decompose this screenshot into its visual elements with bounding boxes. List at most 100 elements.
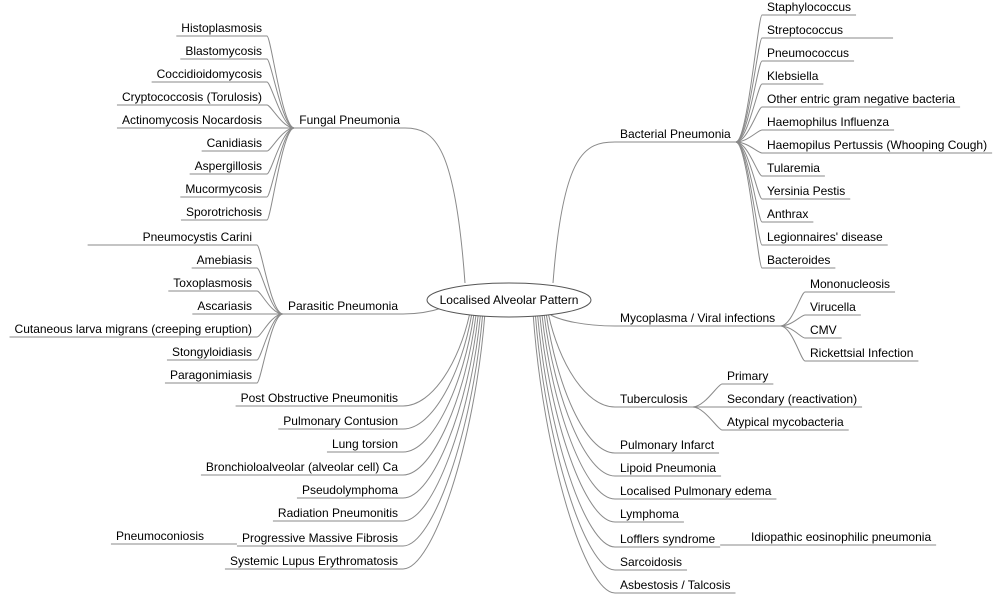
leaf-staphylococcus: Staphylococcus bbox=[767, 0, 851, 14]
branch-pulmonary-infarct: Pulmonary Infarct bbox=[620, 438, 715, 452]
branch-asbestosis-talcosis-connector bbox=[532, 314, 616, 594]
leaf-rickettsial-infection-connector bbox=[780, 325, 806, 362]
branch-radiation-pneumonitis: Radiation Pneumonitis bbox=[278, 506, 398, 520]
leaf-legionnaires-disease-connector bbox=[735, 141, 763, 246]
leaf-anthrax: Anthrax bbox=[767, 207, 808, 221]
leaf-bacteroides: Bacteroides bbox=[767, 253, 830, 267]
branch-bacterial-pneumonia: Bacterial Pneumonia bbox=[620, 127, 731, 141]
leaf-tularemia: Tularemia bbox=[767, 161, 820, 175]
leaf-klebsiella-connector bbox=[735, 83, 763, 143]
leaf-streptococcus: Streptococcus bbox=[767, 23, 843, 37]
leaf-ascariasis: Ascariasis bbox=[197, 299, 252, 313]
leaf-legionnaires-disease: Legionnaires' disease bbox=[767, 230, 883, 244]
leaf-atypical-mycobacteria-connector bbox=[692, 406, 723, 431]
leaf-secondary-reactivation: Secondary (reactivation) bbox=[727, 392, 857, 406]
branch-fungal-pneumonia-connector bbox=[404, 127, 466, 284]
leaf-mononucleosis: Mononucleosis bbox=[810, 277, 890, 291]
leaf-yersinia-pestis: Yersinia Pestis bbox=[767, 184, 845, 198]
leaf-actinomycosis-nocardosis: Actinomycosis Nocardosis bbox=[122, 113, 262, 127]
branch-localised-pulmonary-edema-connector bbox=[541, 314, 616, 500]
leaf-cryptococcosis-torulosis-connector bbox=[266, 104, 295, 129]
leaf-streptococcus-connector bbox=[735, 37, 763, 143]
leaf-sporotrichosis: Sporotrichosis bbox=[186, 205, 262, 219]
leaf-canidiasis: Canidiasis bbox=[207, 136, 262, 150]
leaf-haemophilus-influenza-connector bbox=[735, 129, 763, 143]
branch-lymphoma-connector bbox=[539, 314, 616, 523]
branch-pulmonary-contusion-connector bbox=[402, 314, 473, 430]
branch-bacterial-pneumonia-connector bbox=[552, 141, 616, 284]
leaf-pneumococcus: Pneumococcus bbox=[767, 46, 849, 60]
branch-post-obstructive-pneumonitis: Post Obstructive Pneumonitis bbox=[241, 391, 398, 405]
leaf-blastomycosis: Blastomycosis bbox=[185, 44, 262, 58]
branch-asbestosis-talcosis: Asbestosis / Talcosis bbox=[620, 578, 731, 592]
leaf-cutaneous-larva-migrans-creeping-eruption-connector bbox=[256, 313, 284, 338]
leaf-sporotrichosis-connector bbox=[266, 127, 295, 221]
leaf-haemopilus-pertussis-whooping-cough: Haemopilus Pertussis (Whooping Cough) bbox=[767, 138, 987, 152]
branch-lung-torsion-connector bbox=[402, 314, 475, 453]
branch-tuberculosis-connector bbox=[548, 314, 616, 408]
leaf-staphylococcus-connector bbox=[735, 14, 763, 143]
leaf-mucormycosis: Mucormycosis bbox=[185, 182, 262, 196]
leaf-pneumocystis-carini-connector bbox=[256, 244, 284, 315]
leaf-virucella: Virucella bbox=[810, 300, 856, 314]
leaf-haemophilus-influenza: Haemophilus Influenza bbox=[767, 115, 889, 129]
leaf-other-entric-gram-negative-bacteria-connector bbox=[735, 106, 763, 143]
branch-lofflers-syndrome: Lofflers syndrome bbox=[620, 532, 715, 546]
leaf-virucella-connector bbox=[780, 314, 806, 327]
leaf-atypical-mycobacteria: Atypical mycobacteria bbox=[727, 415, 844, 429]
leaf-coccidioidomycosis-connector bbox=[266, 81, 295, 129]
leaf-toxoplasmosis: Toxoplasmosis bbox=[173, 276, 252, 290]
leaf-cmv: CMV bbox=[810, 323, 837, 337]
leaf-histoplasmosis-connector bbox=[266, 35, 295, 129]
root-node-ellipse bbox=[426, 282, 592, 318]
leaf-blastomycosis-connector bbox=[266, 58, 295, 129]
branch-progressive-massive-fibrosis: Progressive Massive Fibrosis bbox=[242, 531, 398, 545]
leaf-amebiasis: Amebiasis bbox=[197, 253, 252, 267]
branch-pseudolymphoma: Pseudolymphoma bbox=[302, 483, 398, 497]
leaf-stongyloidiasis: Stongyloidiasis bbox=[172, 345, 252, 359]
branch-mycoplasma-viral-infections-connector bbox=[550, 314, 616, 327]
leaf-idiopathic-eosinophilic-pneumonia: Idiopathic eosinophilic pneumonia bbox=[751, 530, 931, 544]
branch-pulmonary-infarct-connector bbox=[545, 314, 616, 454]
branch-bronchioloalveolar-alveolar-cell-ca: Bronchioloalveolar (alveolar cell) Ca bbox=[206, 460, 398, 474]
leaf-aspergillosis: Aspergillosis bbox=[195, 159, 262, 173]
leaf-primary: Primary bbox=[727, 369, 768, 383]
leaf-cryptococcosis-torulosis: Cryptococcosis (Torulosis) bbox=[122, 90, 262, 104]
branch-pseudolymphoma-connector bbox=[402, 314, 479, 499]
leaf-cmv-connector bbox=[780, 325, 806, 339]
leaf-toxoplasmosis-connector bbox=[256, 290, 284, 315]
branch-lofflers-syndrome-connector bbox=[537, 314, 616, 548]
branch-systemic-lupus-erythromatosis: Systemic Lupus Erythromatosis bbox=[230, 554, 398, 568]
leaf-histoplasmosis: Histoplasmosis bbox=[181, 21, 262, 35]
leaf-primary-connector bbox=[692, 383, 723, 408]
leaf-paragonimiasis: Paragonimiasis bbox=[170, 368, 252, 382]
leaf-bacteroides-connector bbox=[735, 141, 763, 269]
branch-radiation-pneumonitis-connector bbox=[402, 314, 481, 522]
branch-systemic-lupus-erythromatosis-connector bbox=[402, 314, 486, 570]
branch-mycoplasma-viral-infections: Mycoplasma / Viral infections bbox=[620, 311, 775, 325]
leaf-paragonimiasis-connector bbox=[256, 313, 284, 384]
branch-tuberculosis: Tuberculosis bbox=[620, 392, 688, 406]
leaf-mononucleosis-connector bbox=[780, 291, 806, 327]
branch-post-obstructive-pneumonitis-connector bbox=[402, 314, 470, 407]
leaf-rickettsial-infection: Rickettsial Infection bbox=[810, 346, 913, 360]
root-node-label: Localised Alveolar Pattern bbox=[440, 293, 579, 307]
branch-localised-pulmonary-edema: Localised Pulmonary edema bbox=[620, 484, 772, 498]
branch-pulmonary-contusion: Pulmonary Contusion bbox=[283, 414, 398, 428]
branch-bronchioloalveolar-alveolar-cell-ca-connector bbox=[402, 314, 477, 476]
leaf-other-entric-gram-negative-bacteria: Other entric gram negative bacteria bbox=[767, 92, 955, 106]
leaf-pneumocystis-carini: Pneumocystis Carini bbox=[143, 230, 252, 244]
leaf-pneumoconiosis: Pneumoconiosis bbox=[116, 529, 204, 543]
branch-lung-torsion: Lung torsion bbox=[332, 437, 398, 451]
leaf-klebsiella: Klebsiella bbox=[767, 69, 819, 83]
leaf-amebiasis-connector bbox=[256, 267, 284, 315]
branch-progressive-massive-fibrosis-connector bbox=[402, 314, 484, 547]
branch-lipoid-pneumonia: Lipoid Pneumonia bbox=[620, 461, 716, 475]
leaf-cutaneous-larva-migrans-creeping-eruption: Cutaneous larva migrans (creeping erupti… bbox=[15, 322, 252, 336]
branch-sarcoidosis-connector bbox=[534, 314, 616, 571]
leaf-coccidioidomycosis: Coccidioidomycosis bbox=[157, 67, 262, 81]
branch-parasitic-pneumonia: Parasitic Pneumonia bbox=[288, 299, 398, 313]
branch-lymphoma: Lymphoma bbox=[620, 507, 679, 521]
branch-lipoid-pneumonia-connector bbox=[543, 314, 616, 477]
